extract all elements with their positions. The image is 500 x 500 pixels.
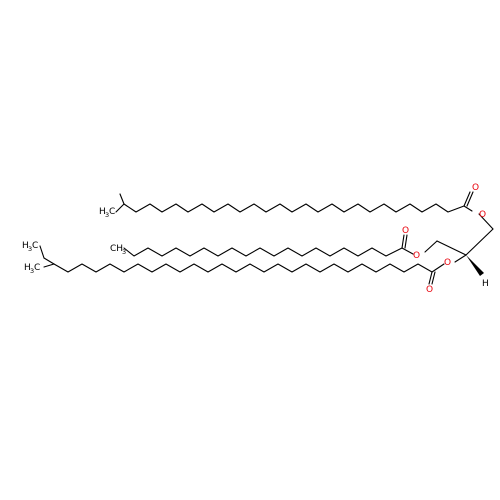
- stereo-h-label: H: [482, 279, 489, 289]
- chain3-ethyl-c: C: [32, 241, 38, 251]
- ester2-ether-o-label: O: [413, 251, 420, 261]
- bond-c1-o1-double-b: [466, 191, 474, 207]
- chain3-methyl-c: C: [34, 263, 40, 273]
- ester3-carbonyl-o-label: O: [426, 285, 433, 295]
- ester3-ether-o-label: O: [444, 258, 451, 268]
- bond-ch-ch2b: [436, 240, 467, 256]
- chain3-ethyl-sub: 3: [28, 245, 32, 253]
- chain1-h: H: [99, 207, 106, 217]
- bond-chain3-methyl: [43, 263, 55, 268]
- bond-c2-o-double-a: [401, 234, 405, 249]
- chain3-methyl-label: H 3 C: [24, 263, 40, 275]
- bond-c1-o1-double-a: [463, 191, 471, 207]
- chain3-ethyl-h: H: [22, 241, 29, 251]
- chain-2-backbone: [123, 247, 403, 257]
- chain-3-backbone: [53, 263, 433, 273]
- bond-ch2a-o1: [478, 213, 494, 230]
- bond-chain3-ethyl-ch3: [39, 245, 45, 259]
- bond-o2-c1: [401, 247, 414, 255]
- chain1-c: C: [109, 207, 115, 217]
- ester-2: [123, 234, 414, 257]
- bond-ch2b-o2: [424, 240, 438, 253]
- bond-o1-c1: [463, 205, 473, 212]
- chain1-sub: 3: [105, 211, 109, 219]
- chain2-terminal-label: CH 3: [110, 244, 126, 256]
- ester-1: [115, 191, 474, 213]
- bond-o3-c1: [431, 263, 445, 273]
- chain2-sub: 3: [122, 248, 126, 256]
- bond-chain1-branch-methyl: [115, 203, 125, 213]
- chain1-terminal-label: H 3 C: [99, 207, 115, 219]
- bond-ch-o3: [454, 254, 467, 263]
- bond-ch2a-ch: [465, 228, 494, 256]
- chain-1-backbone: [123, 203, 465, 213]
- stereo-wedge-bond: [466, 255, 484, 276]
- chain3-ethyl-label: H 3 C: [22, 241, 38, 253]
- bond-c2-o-double-b: [404, 234, 408, 249]
- ester1-ether-o-label: O: [479, 210, 486, 220]
- bond-c3-o-double-b: [431, 271, 436, 285]
- bond-c3-o-double-a: [428, 271, 433, 285]
- ester2-carbonyl-o-label: O: [402, 226, 409, 236]
- ester-3: [39, 245, 445, 285]
- bond-chain3-ethyl-ch2: [43, 257, 55, 265]
- bond-chain1-terminal: [119, 193, 125, 205]
- chain2-ch: CH: [110, 244, 123, 254]
- chain3-methyl-h: H: [24, 263, 31, 273]
- atom-labels: O O O O O O H H 3 C CH 3 H 3 C H 3 C: [22, 183, 489, 295]
- glycerol-backbone: [424, 213, 494, 276]
- chain3-methyl-sub: 3: [30, 267, 34, 275]
- ester1-carbonyl-o-label: O: [472, 183, 479, 193]
